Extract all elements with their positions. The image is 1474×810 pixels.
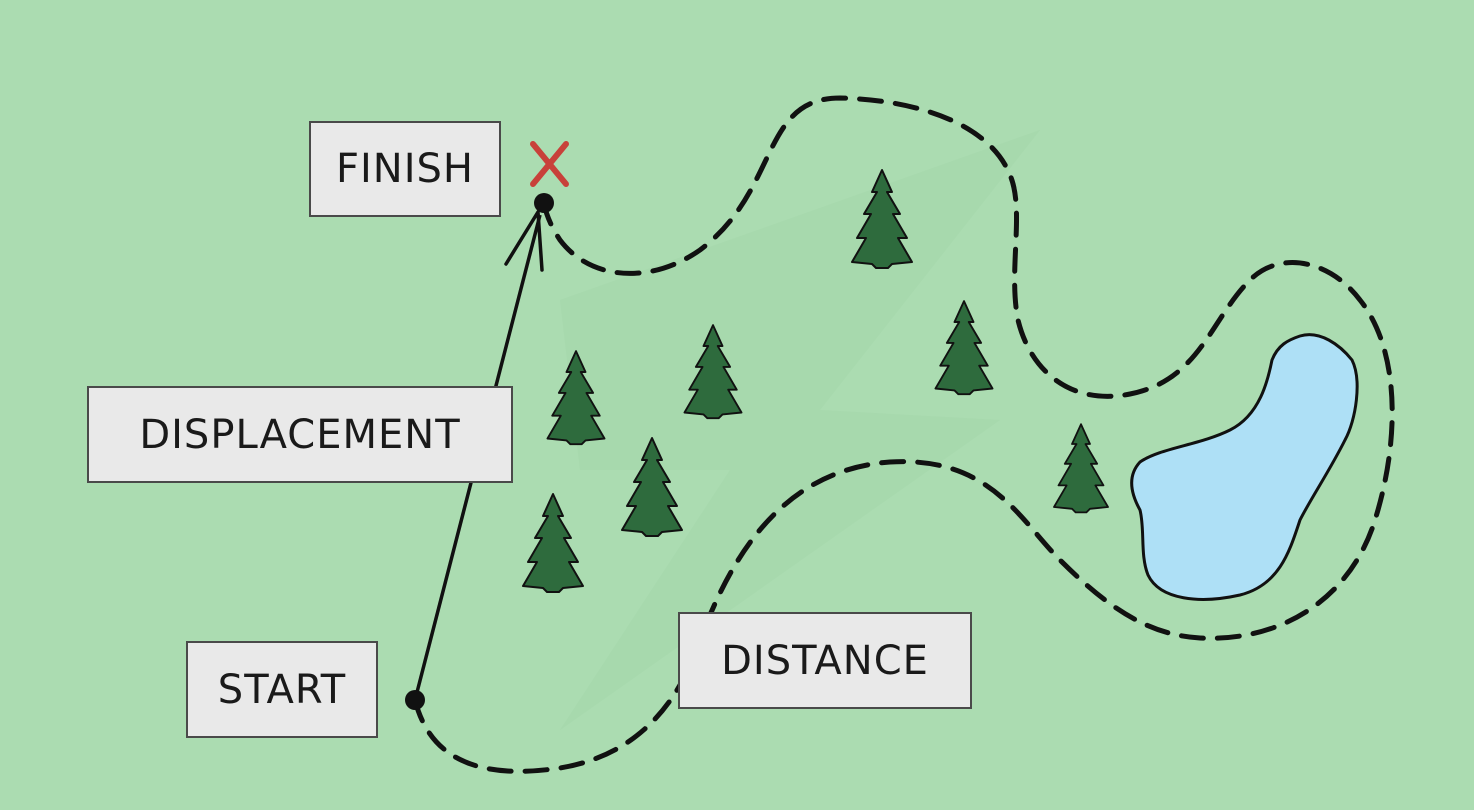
start-label: START [186,641,378,738]
distance-path [412,95,1395,774]
start-point [405,690,425,710]
lake-icon [1130,333,1359,601]
pine-tree-icon [1053,423,1109,514]
finish-point [534,193,554,213]
pine-tree-icon [934,300,994,396]
pine-tree-icon [522,493,584,593]
distance-label: DISTANCE [678,612,972,709]
arrowhead-icon [504,210,544,272]
displacement-label: DISPLACEMENT [87,386,513,483]
finish-label: FINISH [309,121,501,217]
x-mark-icon [530,141,569,187]
background-watermark [560,130,1040,730]
